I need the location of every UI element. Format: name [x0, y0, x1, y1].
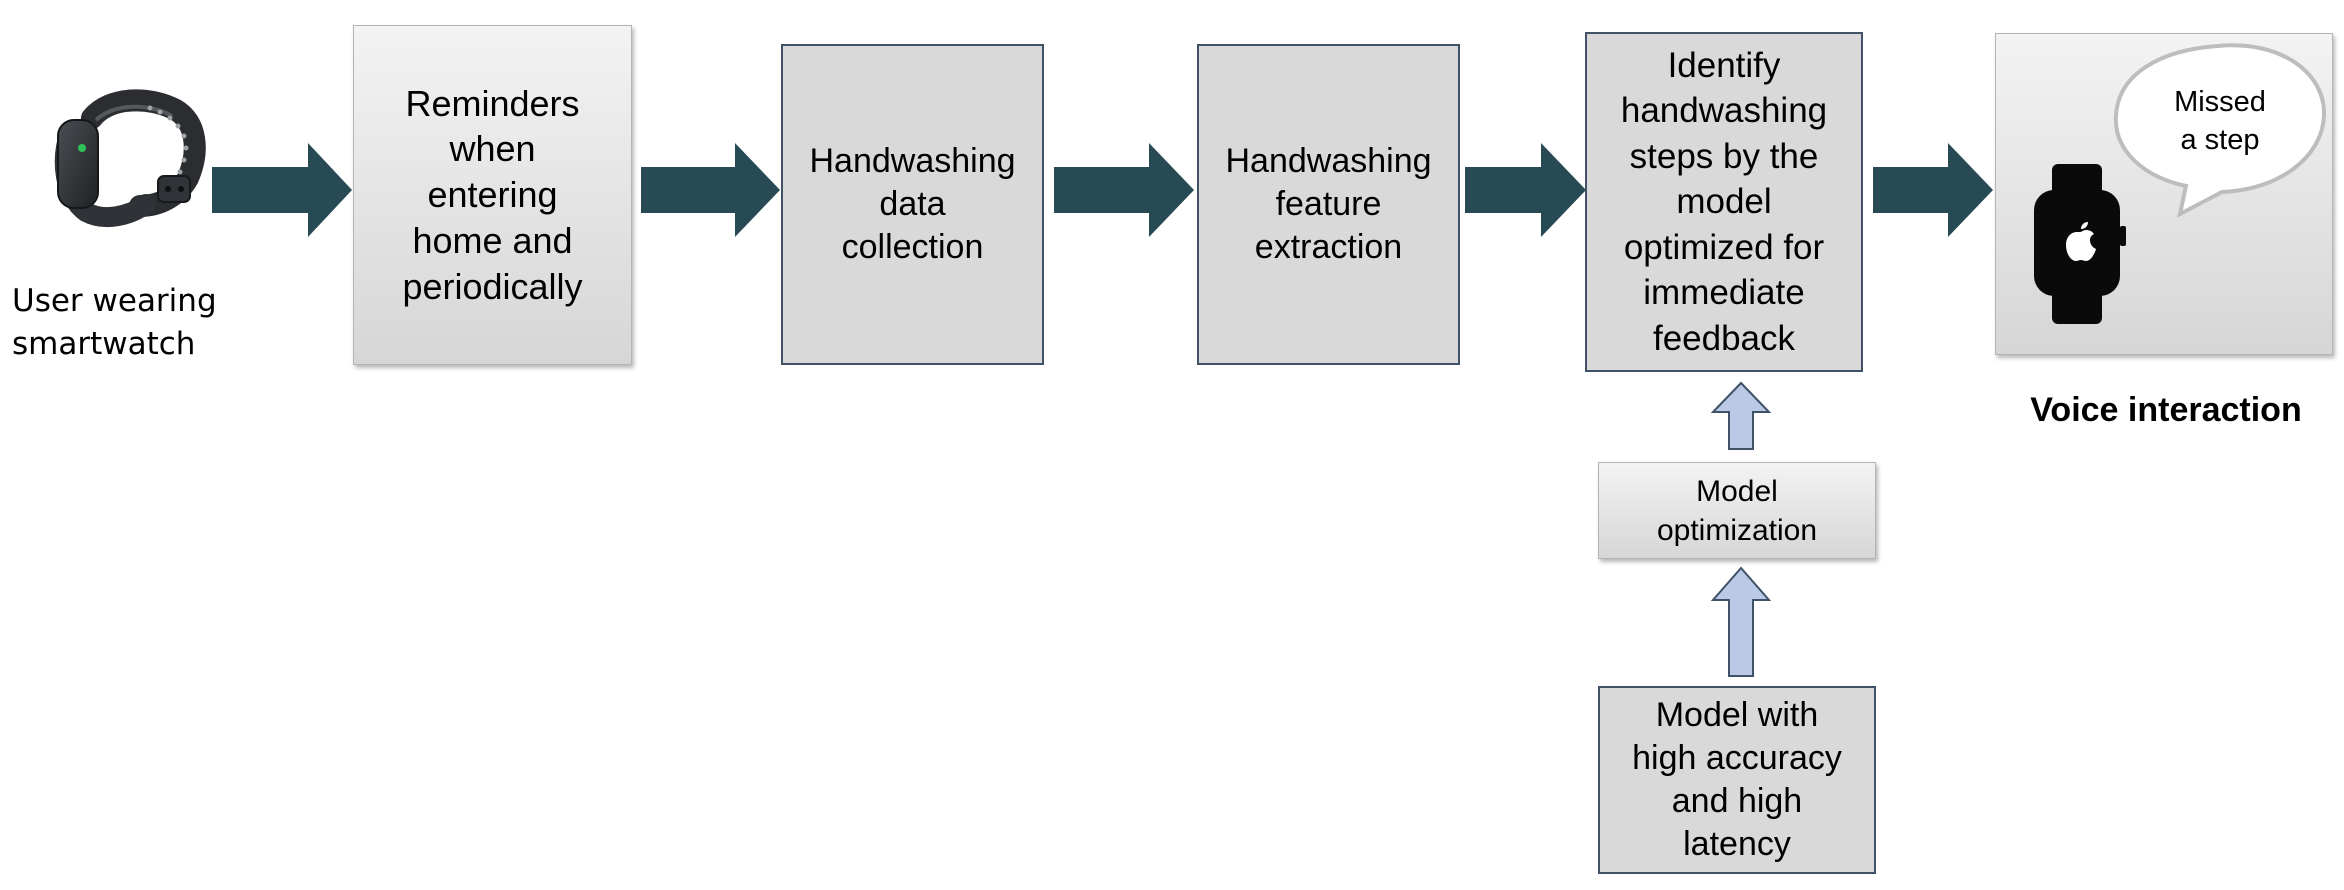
arrow-2: [641, 143, 780, 237]
base-model-text: Model with high accuracy and high latenc…: [1632, 695, 1842, 864]
arrow-1: [212, 143, 352, 237]
base-model-box: Model with high accuracy and high latenc…: [1598, 686, 1876, 874]
arrow-4: [1465, 143, 1586, 237]
step-data-collection: Handwashing data collection: [781, 44, 1044, 365]
voice-interaction-caption: Voice interaction: [2030, 391, 2302, 429]
step-data-collection-text: Handwashing data collection: [809, 141, 1016, 267]
step-reminders-text: Reminders when entering home and periodi…: [402, 82, 583, 307]
up-arrow-1: [1710, 381, 1772, 450]
arrow-3: [1054, 143, 1194, 237]
voice-interaction-panel: [1995, 33, 2333, 355]
arrow-5: [1873, 143, 1993, 237]
speech-bubble-text: Missed a step: [2174, 86, 2266, 156]
step-identify-steps-text: Identify handwashing steps by the model …: [1620, 45, 1828, 358]
step-feature-extraction-text: Handwashing feature extraction: [1225, 141, 1432, 267]
step-identify-steps: Identify handwashing steps by the model …: [1585, 32, 1863, 372]
model-optimization-box: Model optimization: [1598, 462, 1876, 559]
step-feature-extraction: Handwashing feature extraction: [1197, 44, 1460, 365]
step-reminders: Reminders when entering home and periodi…: [353, 25, 632, 365]
up-arrow-2: [1710, 566, 1772, 677]
model-optimization-text: Model optimization: [1656, 474, 1818, 547]
user-caption: User wearing smartwatch: [12, 283, 217, 363]
